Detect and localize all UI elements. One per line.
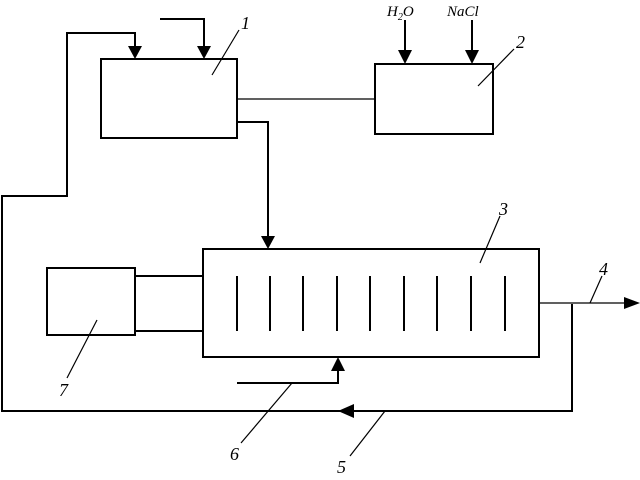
electrode-plates: [236, 276, 506, 331]
label-3: 3: [498, 199, 508, 219]
leader-line-4: [589, 275, 603, 304]
arrow-head-icon: [197, 46, 211, 59]
label-5: 5: [337, 457, 346, 477]
unit-7-box: [46, 267, 136, 336]
arrow-head-icon: [128, 46, 142, 59]
recycle-line-5: [1, 32, 573, 412]
arrow-head-icon: [465, 50, 479, 64]
label-4: 4: [599, 259, 608, 279]
label-6: 6: [230, 444, 239, 464]
water-label: H2O: [386, 4, 414, 23]
arrow-head-icon: [624, 297, 640, 309]
arrow-head-icon: [398, 50, 412, 64]
feed-line-unit-1: [160, 18, 205, 51]
label-1: 1: [241, 13, 250, 33]
unit-2-box: [374, 63, 494, 135]
arrow-head-icon: [331, 357, 345, 371]
label-2: 2: [516, 32, 525, 52]
leader-line-2: [477, 48, 515, 87]
feed-line-6: [237, 365, 339, 384]
leader-line-5: [349, 410, 386, 457]
unit-7-connector: [134, 275, 204, 332]
label-7: 7: [59, 380, 69, 400]
arrow-head-icon: [261, 236, 275, 249]
leader-line-3: [479, 215, 501, 264]
arrow-head-icon: [338, 404, 354, 418]
salt-label: NaCl: [446, 4, 479, 20]
unit-1-box: [100, 58, 238, 139]
link-1-3-line: [236, 121, 269, 241]
leader-line-6: [240, 382, 293, 444]
leader-line-1: [211, 29, 240, 76]
leader-line-7: [66, 319, 98, 379]
